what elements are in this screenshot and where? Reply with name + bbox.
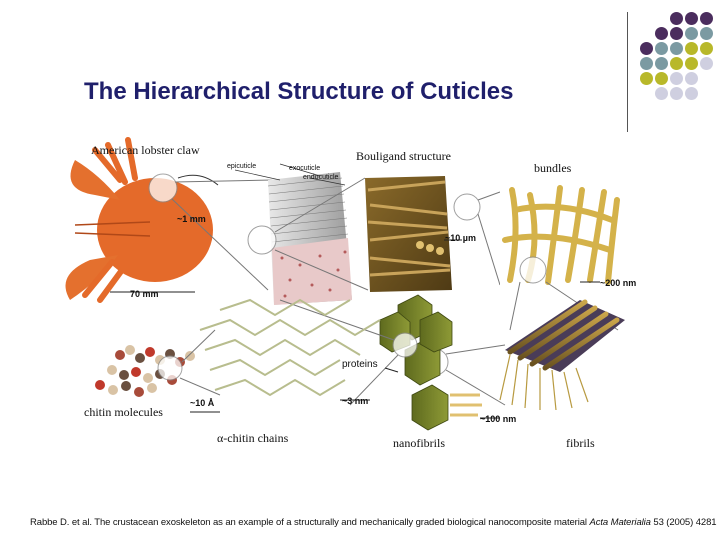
- citation-journal: Acta Materialia: [589, 517, 651, 528]
- annotation-3nm: ~3 nm: [342, 396, 369, 406]
- decorative-dot: [670, 12, 683, 25]
- lobster-claw-illustration: [65, 137, 273, 303]
- annotation-10um: ~10 µm: [445, 233, 476, 243]
- decorative-dot: [700, 42, 713, 55]
- decorative-dot: [700, 27, 713, 40]
- label-bundles: bundles: [534, 161, 572, 175]
- decorative-divider-line: [627, 12, 628, 132]
- cuticle-layers-block: [234, 163, 369, 305]
- decorative-dot: [640, 42, 653, 55]
- decorative-dot: [685, 42, 698, 55]
- annotation-200nm: ~200 nm: [600, 278, 637, 288]
- decorative-dot: [700, 57, 713, 70]
- label-alpha-chitin-chains: α-chitin chains: [217, 431, 289, 445]
- annotation-100nm: ~100 nm: [480, 414, 517, 424]
- decorative-dot: [670, 27, 683, 40]
- bouligand-structure-illustration: [365, 176, 501, 292]
- slide-title: The Hierarchical Structure of Cuticles: [84, 78, 514, 105]
- annotation-10-angstrom: ~10 Å: [190, 398, 215, 408]
- annotation-endocuticle: endocuticle: [303, 174, 339, 181]
- decorative-dot: [655, 27, 668, 40]
- alpha-chitin-chains-illustration: [199, 298, 381, 397]
- citation: Rabbe D. et al. The crustacean exoskelet…: [30, 517, 717, 528]
- label-nanofibrils: nanofibrils: [393, 436, 445, 450]
- decorative-dot: [655, 72, 668, 85]
- label-chitin-molecules: chitin molecules: [84, 405, 163, 419]
- decorative-dot: [700, 12, 713, 25]
- decorative-dot: [685, 12, 698, 25]
- label-fibrils: fibrils: [566, 436, 595, 450]
- citation-authors: Rabbe D. et al. The crustacean exoskelet…: [30, 517, 587, 528]
- decorative-dot: [685, 87, 698, 100]
- annotation-epicuticle: epicuticle: [227, 163, 257, 170]
- decorative-dot: [640, 72, 653, 85]
- label-proteins: proteins: [342, 359, 378, 370]
- label-bouligand-structure: Bouligand structure: [356, 149, 451, 163]
- citation-details: 53 (2005) 4281: [653, 517, 717, 528]
- decorative-dot: [655, 57, 668, 70]
- decorative-dot: [685, 72, 698, 85]
- decorative-dot: [670, 87, 683, 100]
- decorative-dot: [670, 57, 683, 70]
- annotation-1mm: ~1 mm: [177, 214, 206, 224]
- annotation-exocuticle: exocuticle: [289, 165, 321, 172]
- label-american-lobster-claw: American lobster claw: [91, 143, 200, 157]
- decorative-dot: [685, 27, 698, 40]
- decorative-dot: [670, 42, 683, 55]
- decorative-dot: [655, 87, 668, 100]
- chitin-molecule-model: [95, 329, 221, 397]
- nanofibrils-illustration: [279, 294, 482, 431]
- bundles-illustration: [500, 182, 620, 331]
- decorative-dot: [655, 42, 668, 55]
- decorative-dot: [670, 72, 683, 85]
- decorative-dot: [640, 57, 653, 70]
- annotation-70mm: 70 mm: [130, 289, 159, 299]
- decorative-dot: [685, 57, 698, 70]
